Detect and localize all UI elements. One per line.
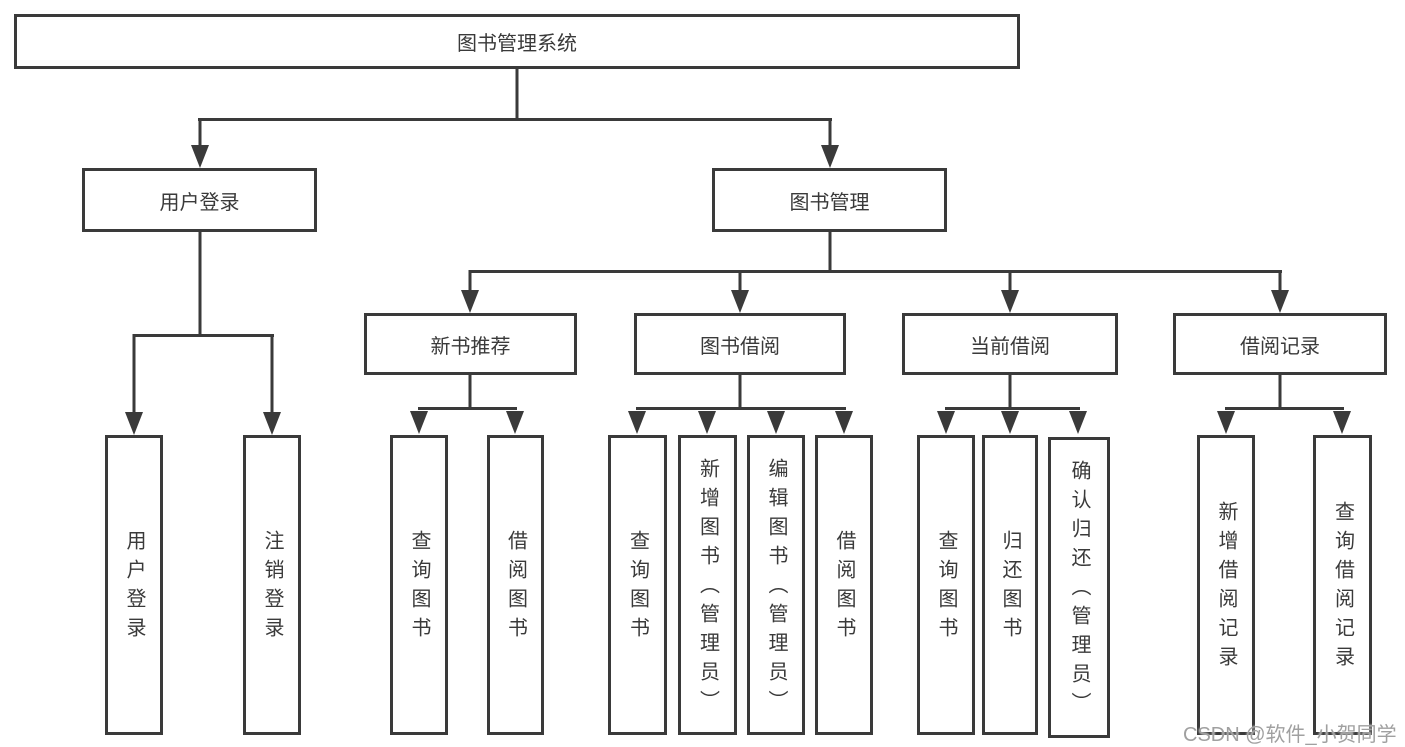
- arrow-down-icon: [767, 411, 785, 434]
- node-current-borrowing: 当前借阅: [902, 313, 1118, 375]
- leaf-add-borrow-record: 新增借阅记录: [1197, 435, 1255, 735]
- arrow-down-icon: [1333, 411, 1351, 434]
- arrow-down-icon: [698, 411, 716, 434]
- node-book-management: 图书管理: [712, 168, 947, 232]
- arrow-down-icon: [1069, 411, 1087, 434]
- connector-line: [738, 375, 742, 410]
- arrow-down-icon: [410, 411, 428, 434]
- leaf-query-book-current: 查询图书: [917, 435, 975, 735]
- connector-line: [198, 118, 832, 121]
- arrow-down-icon: [263, 412, 281, 435]
- arrow-down-icon: [835, 411, 853, 434]
- connector-line: [1278, 270, 1282, 293]
- connector-line: [418, 407, 517, 410]
- connector-line: [828, 232, 832, 272]
- connector-line: [132, 334, 136, 414]
- connector-line: [738, 270, 742, 293]
- leaf-user-login: 用户登录: [105, 435, 163, 735]
- node-library-system: 图书管理系统: [14, 14, 1020, 69]
- arrow-down-icon: [821, 145, 839, 168]
- arrow-down-icon: [1271, 290, 1289, 313]
- node-borrowing-records: 借阅记录: [1173, 313, 1387, 375]
- arrow-down-icon: [731, 290, 749, 313]
- arrow-down-icon: [506, 411, 524, 434]
- leaf-add-book-admin: 新增图书（管理员）: [678, 435, 737, 735]
- arrow-down-icon: [1001, 290, 1019, 313]
- connector-line: [1278, 375, 1282, 410]
- leaf-edit-book-admin: 编辑图书（管理员）: [747, 435, 805, 735]
- connector-line: [1008, 270, 1012, 293]
- connector-line: [828, 118, 832, 148]
- connector-line: [270, 334, 274, 414]
- connector-line: [515, 69, 519, 121]
- arrow-down-icon: [191, 145, 209, 168]
- node-new-book-recommend: 新书推荐: [364, 313, 577, 375]
- leaf-query-book-recommend: 查询图书: [390, 435, 448, 735]
- leaf-return-book: 归还图书: [982, 435, 1038, 735]
- leaf-borrow-book-borrowing: 借阅图书: [815, 435, 873, 735]
- arrow-down-icon: [461, 290, 479, 313]
- node-user-login: 用户登录: [82, 168, 317, 232]
- connector-line: [1225, 407, 1344, 410]
- csdn-watermark: CSDN @软件_小贺同学: [1183, 724, 1397, 746]
- arrow-down-icon: [1001, 411, 1019, 434]
- connector-line: [636, 407, 846, 410]
- node-book-borrowing: 图书借阅: [634, 313, 846, 375]
- connector-line: [945, 407, 1080, 410]
- leaf-logout-login: 注销登录: [243, 435, 301, 735]
- connector-line: [133, 334, 274, 337]
- leaf-confirm-return-admin: 确认归还（管理员）: [1048, 437, 1110, 738]
- leaf-borrow-book-recommend: 借阅图书: [487, 435, 544, 735]
- arrow-down-icon: [937, 411, 955, 434]
- arrow-down-icon: [125, 412, 143, 435]
- connector-line: [468, 375, 472, 410]
- connector-line: [198, 118, 202, 148]
- leaf-query-borrow-record: 查询借阅记录: [1313, 435, 1372, 735]
- connector-line: [198, 232, 202, 337]
- arrow-down-icon: [1217, 411, 1235, 434]
- connector-line: [469, 270, 1282, 273]
- connector-line: [468, 270, 472, 293]
- arrow-down-icon: [628, 411, 646, 434]
- connector-line: [1008, 375, 1012, 410]
- leaf-query-book-borrowing: 查询图书: [608, 435, 667, 735]
